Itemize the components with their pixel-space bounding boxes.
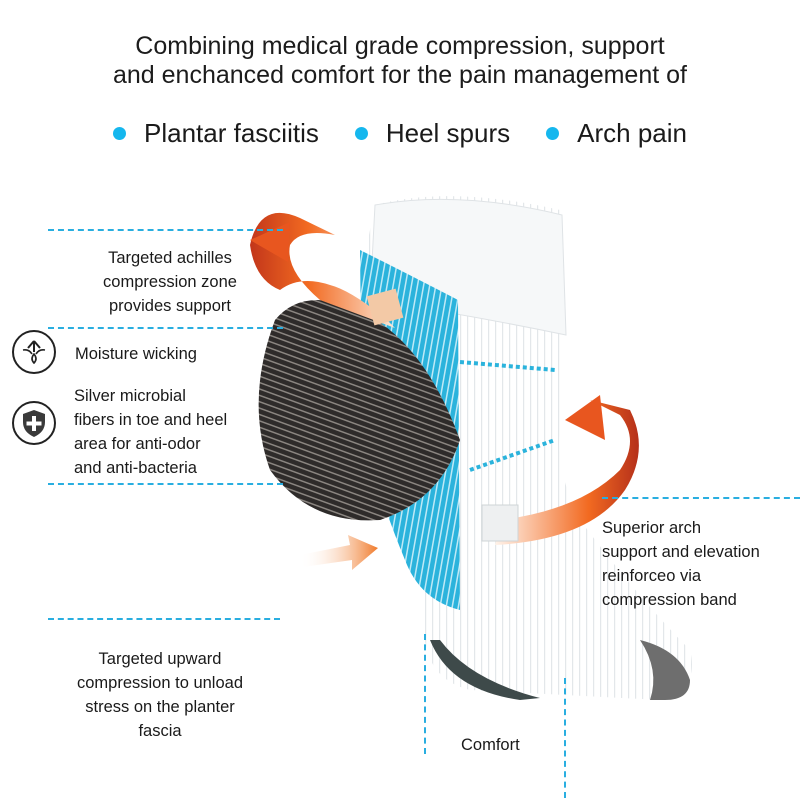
callout-achilles: Targeted achilles compression zone provi… bbox=[40, 246, 300, 318]
headline-line-2: and enchanced comfort for the pain manag… bbox=[113, 61, 687, 89]
callout-silver: Silver microbial fibers in toe and heel … bbox=[74, 384, 227, 480]
divider-line bbox=[48, 618, 280, 620]
sock-illustration bbox=[250, 196, 692, 700]
condition-label: Plantar fasciitis bbox=[144, 118, 319, 148]
callout-line: fibers in toe and heel bbox=[74, 411, 228, 429]
condition-list: Plantar fasciitis Heel spurs Arch pain bbox=[0, 118, 800, 149]
divider-line bbox=[48, 229, 283, 231]
callout-line: Targeted upward bbox=[98, 650, 222, 668]
callout-line: Silver microbial bbox=[74, 387, 186, 405]
callout-line: reinforceo via bbox=[602, 567, 702, 585]
divider-line bbox=[424, 634, 426, 754]
callout-line: provides support bbox=[109, 297, 231, 315]
callout-comfort: Comfort bbox=[461, 733, 520, 757]
divider-line bbox=[48, 483, 283, 485]
callout-moisture: Moisture wicking bbox=[75, 342, 197, 366]
condition-item: Heel spurs bbox=[354, 118, 511, 149]
callout-line: area for anti-odor bbox=[74, 435, 201, 453]
callout-line: and anti-bacteria bbox=[74, 459, 197, 477]
headline: Combining medical grade compression, sup… bbox=[0, 32, 800, 90]
callout-line: fascia bbox=[138, 722, 182, 740]
callout-line: compression zone bbox=[103, 273, 237, 291]
callout-line: Moisture wicking bbox=[75, 345, 197, 363]
callout-line: Targeted achilles bbox=[108, 249, 232, 267]
callout-line: stress on the planter bbox=[85, 698, 235, 716]
callout-line: compression to unload bbox=[76, 674, 243, 692]
bullet-dot-icon bbox=[354, 127, 368, 140]
callout-line: support and elevation bbox=[602, 543, 760, 561]
water-drop-arrow-icon bbox=[12, 330, 56, 374]
callout-upward: Targeted upward compression to unload st… bbox=[40, 647, 280, 743]
condition-item: Arch pain bbox=[546, 118, 687, 149]
condition-label: Heel spurs bbox=[385, 118, 511, 148]
callout-arch: Superior arch support and elevation rein… bbox=[602, 516, 760, 612]
divider-line bbox=[48, 327, 283, 329]
callout-line: compression band bbox=[602, 591, 737, 609]
bullet-dot-icon bbox=[113, 127, 127, 140]
callout-line: Comfort bbox=[461, 736, 520, 754]
condition-label: Arch pain bbox=[577, 118, 687, 148]
shield-plus-icon bbox=[12, 401, 56, 445]
bullet-dot-icon bbox=[546, 127, 560, 140]
divider-line bbox=[602, 497, 800, 499]
callout-line: Superior arch bbox=[602, 519, 702, 537]
condition-item: Plantar fasciitis bbox=[113, 118, 319, 149]
headline-line-1: Combining medical grade compression, sup… bbox=[135, 32, 665, 60]
divider-line bbox=[564, 678, 566, 798]
